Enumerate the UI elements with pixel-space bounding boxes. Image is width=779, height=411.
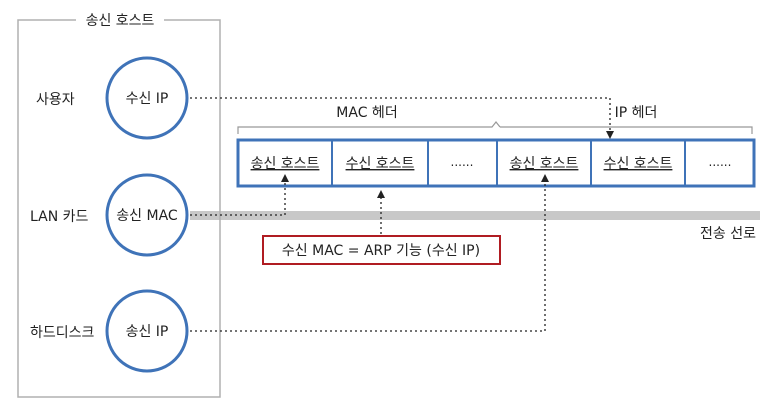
- sender-host-title: 송신 호스트: [86, 13, 155, 29]
- ip-header-label: IP 헤더: [615, 105, 658, 121]
- transmission-line: [190, 211, 760, 220]
- connector-source-mac: [190, 174, 289, 216]
- circle-source-mac-label: 송신 MAC: [116, 208, 178, 224]
- cell-ip-source-host: 송신 호스트: [510, 156, 579, 172]
- cell-mac-destination-host: 수신 호스트: [346, 156, 415, 172]
- ip-header-brace: [500, 126, 753, 134]
- sender-host-frame: [17, 19, 221, 398]
- transmission-line-label: 전송 선로: [700, 226, 756, 242]
- packet-cells: 송신 호스트 수신 호스트 ...... 송신 호스트 수신 호스트 .....…: [236, 138, 756, 188]
- connector-source-ip: [190, 174, 549, 332]
- cell-ip-ellipsis: ......: [709, 155, 732, 169]
- mac-header-label: MAC 헤더: [336, 105, 397, 121]
- arp-note-box: [262, 235, 501, 265]
- circle-source-mac: [105, 173, 189, 257]
- row-label-lan-card: LAN 카드: [30, 209, 89, 225]
- arp-note-text: 수신 MAC = ARP 기능 (수신 IP): [282, 243, 480, 259]
- circle-source-ip: [105, 289, 189, 373]
- cell-mac-source-host: 송신 호스트: [251, 156, 320, 172]
- row-label-user: 사용자: [36, 92, 75, 108]
- cell-ip-destination-host: 수신 호스트: [604, 156, 673, 172]
- circle-source-ip-label: 송신 IP: [126, 324, 169, 340]
- mac-header-brace: [237, 121, 501, 134]
- connector-destination-ip: [190, 97, 614, 139]
- cell-mac-ellipsis: ......: [451, 155, 474, 169]
- row-label-hard-disk: 하드디스크: [30, 325, 95, 341]
- circle-destination-ip: [105, 56, 189, 140]
- circle-destination-ip-label: 수신 IP: [126, 91, 169, 107]
